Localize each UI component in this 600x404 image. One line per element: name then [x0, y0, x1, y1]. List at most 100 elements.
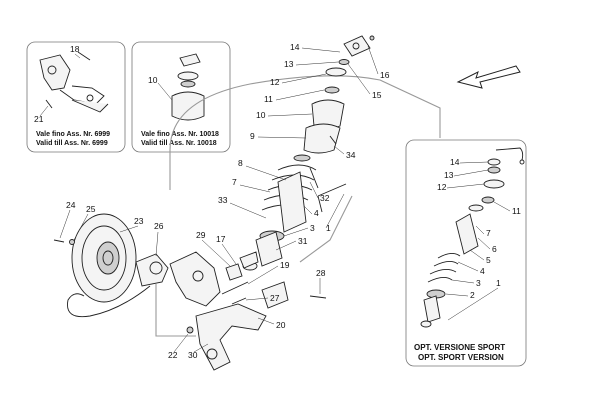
arm-bushing-part: [206, 348, 218, 360]
callout-27: 27: [270, 293, 280, 303]
bump-stop-part: [324, 86, 340, 94]
callout-30: 30: [188, 350, 198, 360]
arm-bracket-part: [59, 85, 105, 105]
front-direction-arrow-icon: [456, 65, 521, 89]
leader-r-5: [469, 249, 485, 261]
mount-part: [483, 179, 505, 189]
top-mount-plate-part: [179, 53, 201, 67]
damper-lower-part: [255, 231, 283, 267]
callout-8: 8: [238, 158, 243, 168]
leader-13: [295, 61, 339, 66]
leader-23: [119, 225, 139, 233]
leader-r-1: [447, 287, 499, 321]
leader-26: [155, 231, 159, 257]
callout-14: 14: [290, 42, 300, 52]
inset-middle-note-it: Vale fino Ass. Nr. 10018: [141, 131, 219, 138]
callout-11: 11: [264, 94, 273, 104]
bolt-28-part: [309, 295, 327, 299]
leader-r-13: [453, 169, 489, 177]
leader-32: [309, 181, 319, 199]
leader-r-12: [446, 183, 485, 189]
nut-part: [180, 80, 196, 88]
lower-guide-outline: [155, 284, 196, 337]
callout-1: 1: [326, 223, 331, 233]
callout-26: 26: [154, 221, 164, 231]
cap-part: [487, 166, 501, 174]
leader-25: [73, 213, 89, 241]
leader-r-7: [475, 225, 485, 235]
leader-8: [245, 165, 287, 181]
main-damper-body-part: [277, 171, 307, 233]
wire-end-part: [519, 159, 525, 165]
callout-10: 10: [256, 110, 266, 120]
callout-13: 13: [284, 59, 294, 69]
upper-mount-part: [325, 67, 347, 77]
callout-33: 33: [218, 195, 228, 205]
steering-knuckle-part: [169, 251, 221, 307]
leader-18: [74, 53, 81, 59]
washer-upper-part: [468, 204, 484, 212]
leader-r-11: [493, 201, 511, 212]
disc-inner-ring-part: [81, 225, 127, 291]
leader-r-6: [477, 237, 491, 250]
leader-7: [239, 184, 271, 193]
bolt-24-part: [53, 239, 65, 243]
inset-right-title-en: OPT. SPORT VERSION: [418, 353, 504, 362]
bushing-upper-part: [481, 196, 495, 204]
leader-12: [281, 73, 327, 84]
callout-25: 25: [86, 204, 96, 214]
inset-middle-note-en: Valid till Ass. Nr. 10018: [141, 140, 217, 147]
leader-r-14: [459, 161, 489, 164]
callout-24: 24: [66, 200, 76, 210]
bushing-17-part: [225, 263, 243, 281]
main-callouts: 14 16 13 12 15 11 10 9 34 8 7 32 33 4 3 …: [218, 42, 390, 251]
leader-33: [229, 202, 267, 219]
leader-1: [325, 193, 345, 229]
leader-r-2: [445, 293, 469, 297]
inset-right: 14 13 12 11 7 6 5 4 3 1 2 OPT. VERSIONE …: [405, 139, 527, 367]
callout-r-14: 14: [450, 157, 460, 167]
callout-r-13: 13: [444, 170, 454, 180]
inset-right-frame: [405, 139, 527, 367]
washer-part: [177, 71, 199, 81]
callout-16: 16: [380, 70, 390, 80]
knuckle-lower-arm-assembly: 29 17 19 28 27 20 22 30: [168, 230, 327, 371]
washer-25-part: [69, 239, 75, 245]
abs-sensor-cable-part: [67, 285, 151, 318]
leader-16: [367, 45, 379, 75]
spacer-part: [239, 251, 259, 269]
leader-4: [303, 205, 313, 215]
bolt-part: [77, 51, 91, 61]
leader-10: [267, 113, 313, 117]
lower-control-arm-part: [195, 303, 267, 371]
callout-19: 19: [280, 260, 290, 270]
leader-21: [39, 105, 49, 117]
leader-31: [275, 240, 297, 251]
leader-9: [257, 136, 307, 139]
bore-part: [47, 65, 57, 75]
wheel-hub-part: [135, 253, 169, 287]
callout-r-4: 4: [480, 266, 485, 276]
knuckle-bore-part: [192, 270, 204, 282]
callout-34: 34: [346, 150, 356, 160]
callout-7: 7: [232, 177, 237, 187]
callout-r-1: 1: [496, 278, 501, 288]
coil-spring-part: [427, 253, 461, 283]
callout-28: 28: [316, 268, 326, 278]
sensor-lead-part: [329, 135, 337, 145]
inset-middle: 10 Vale fino Ass. Nr. 10018 Valid till A…: [131, 41, 231, 153]
arm-link-part: [71, 99, 109, 113]
leader-17: [221, 243, 237, 265]
callout-23: 23: [134, 216, 144, 226]
leader-20: [257, 317, 275, 325]
bushing-part: [86, 94, 94, 102]
callout-9: 9: [250, 131, 255, 141]
inset-left-note-it: Vale fino Ass. Nr. 6999: [36, 131, 110, 138]
nut-22-part: [186, 326, 194, 334]
leader-24: [59, 209, 71, 239]
disc-center-part: [102, 250, 114, 266]
top-plate-hole-part: [352, 42, 360, 50]
screw-part: [45, 99, 53, 109]
callout-18: 18: [70, 44, 80, 54]
callout-r-6: 6: [492, 244, 497, 254]
